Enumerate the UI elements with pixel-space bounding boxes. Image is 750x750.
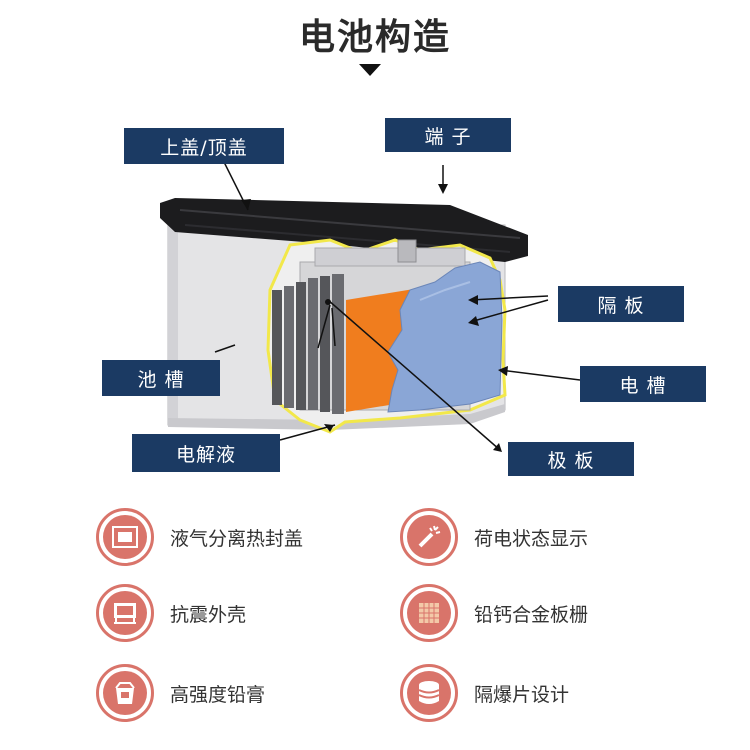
feature-item: 铅钙合金板栅 — [400, 584, 588, 642]
feature-label: 隔爆片设计 — [474, 683, 570, 706]
feature-label: 铅钙合金板栅 — [474, 603, 589, 626]
leader-arrowheads — [241, 184, 508, 452]
feature-label: 液气分离热封盖 — [170, 527, 304, 550]
explosion-proof-disc-icon — [400, 664, 458, 722]
feature-label: 荷电状态显示 — [474, 527, 589, 550]
terminal-post — [397, 239, 417, 263]
feature-label: 高强度铅膏 — [170, 683, 266, 706]
callout-top-cover: 上盖/顶盖 — [124, 128, 284, 164]
charge-indicator-icon — [400, 508, 458, 566]
callout-terminal: 端 子 — [385, 118, 511, 152]
callout-pool-tank: 池 槽 — [102, 360, 220, 396]
sealed-lid-icon — [96, 508, 154, 566]
feature-item: 液气分离热封盖 — [96, 508, 303, 566]
feature-item: 隔爆片设计 — [400, 664, 569, 722]
leader-lines — [214, 157, 581, 451]
callout-separator: 隔 板 — [558, 286, 684, 322]
grid-plate-icon — [400, 584, 458, 642]
callout-cell-tank: 电 槽 — [580, 366, 706, 402]
plate-stack — [272, 274, 344, 414]
callout-electrolyte: 电解液 — [132, 434, 280, 472]
feature-item: 高强度铅膏 — [96, 664, 265, 722]
feature-item: 抗震外壳 — [96, 584, 246, 642]
shockproof-case-icon — [96, 584, 154, 642]
page-title: 电池构造 — [298, 17, 451, 58]
title-down-arrow-icon — [359, 64, 381, 76]
feature-label: 抗震外壳 — [170, 603, 247, 626]
lead-paste-icon — [96, 664, 154, 722]
callout-plate: 极 板 — [508, 442, 634, 476]
feature-item: 荷电状态显示 — [400, 508, 588, 566]
battery-case-bottom-rim — [168, 404, 505, 430]
battery-top-cover-ridges — [179, 209, 521, 239]
